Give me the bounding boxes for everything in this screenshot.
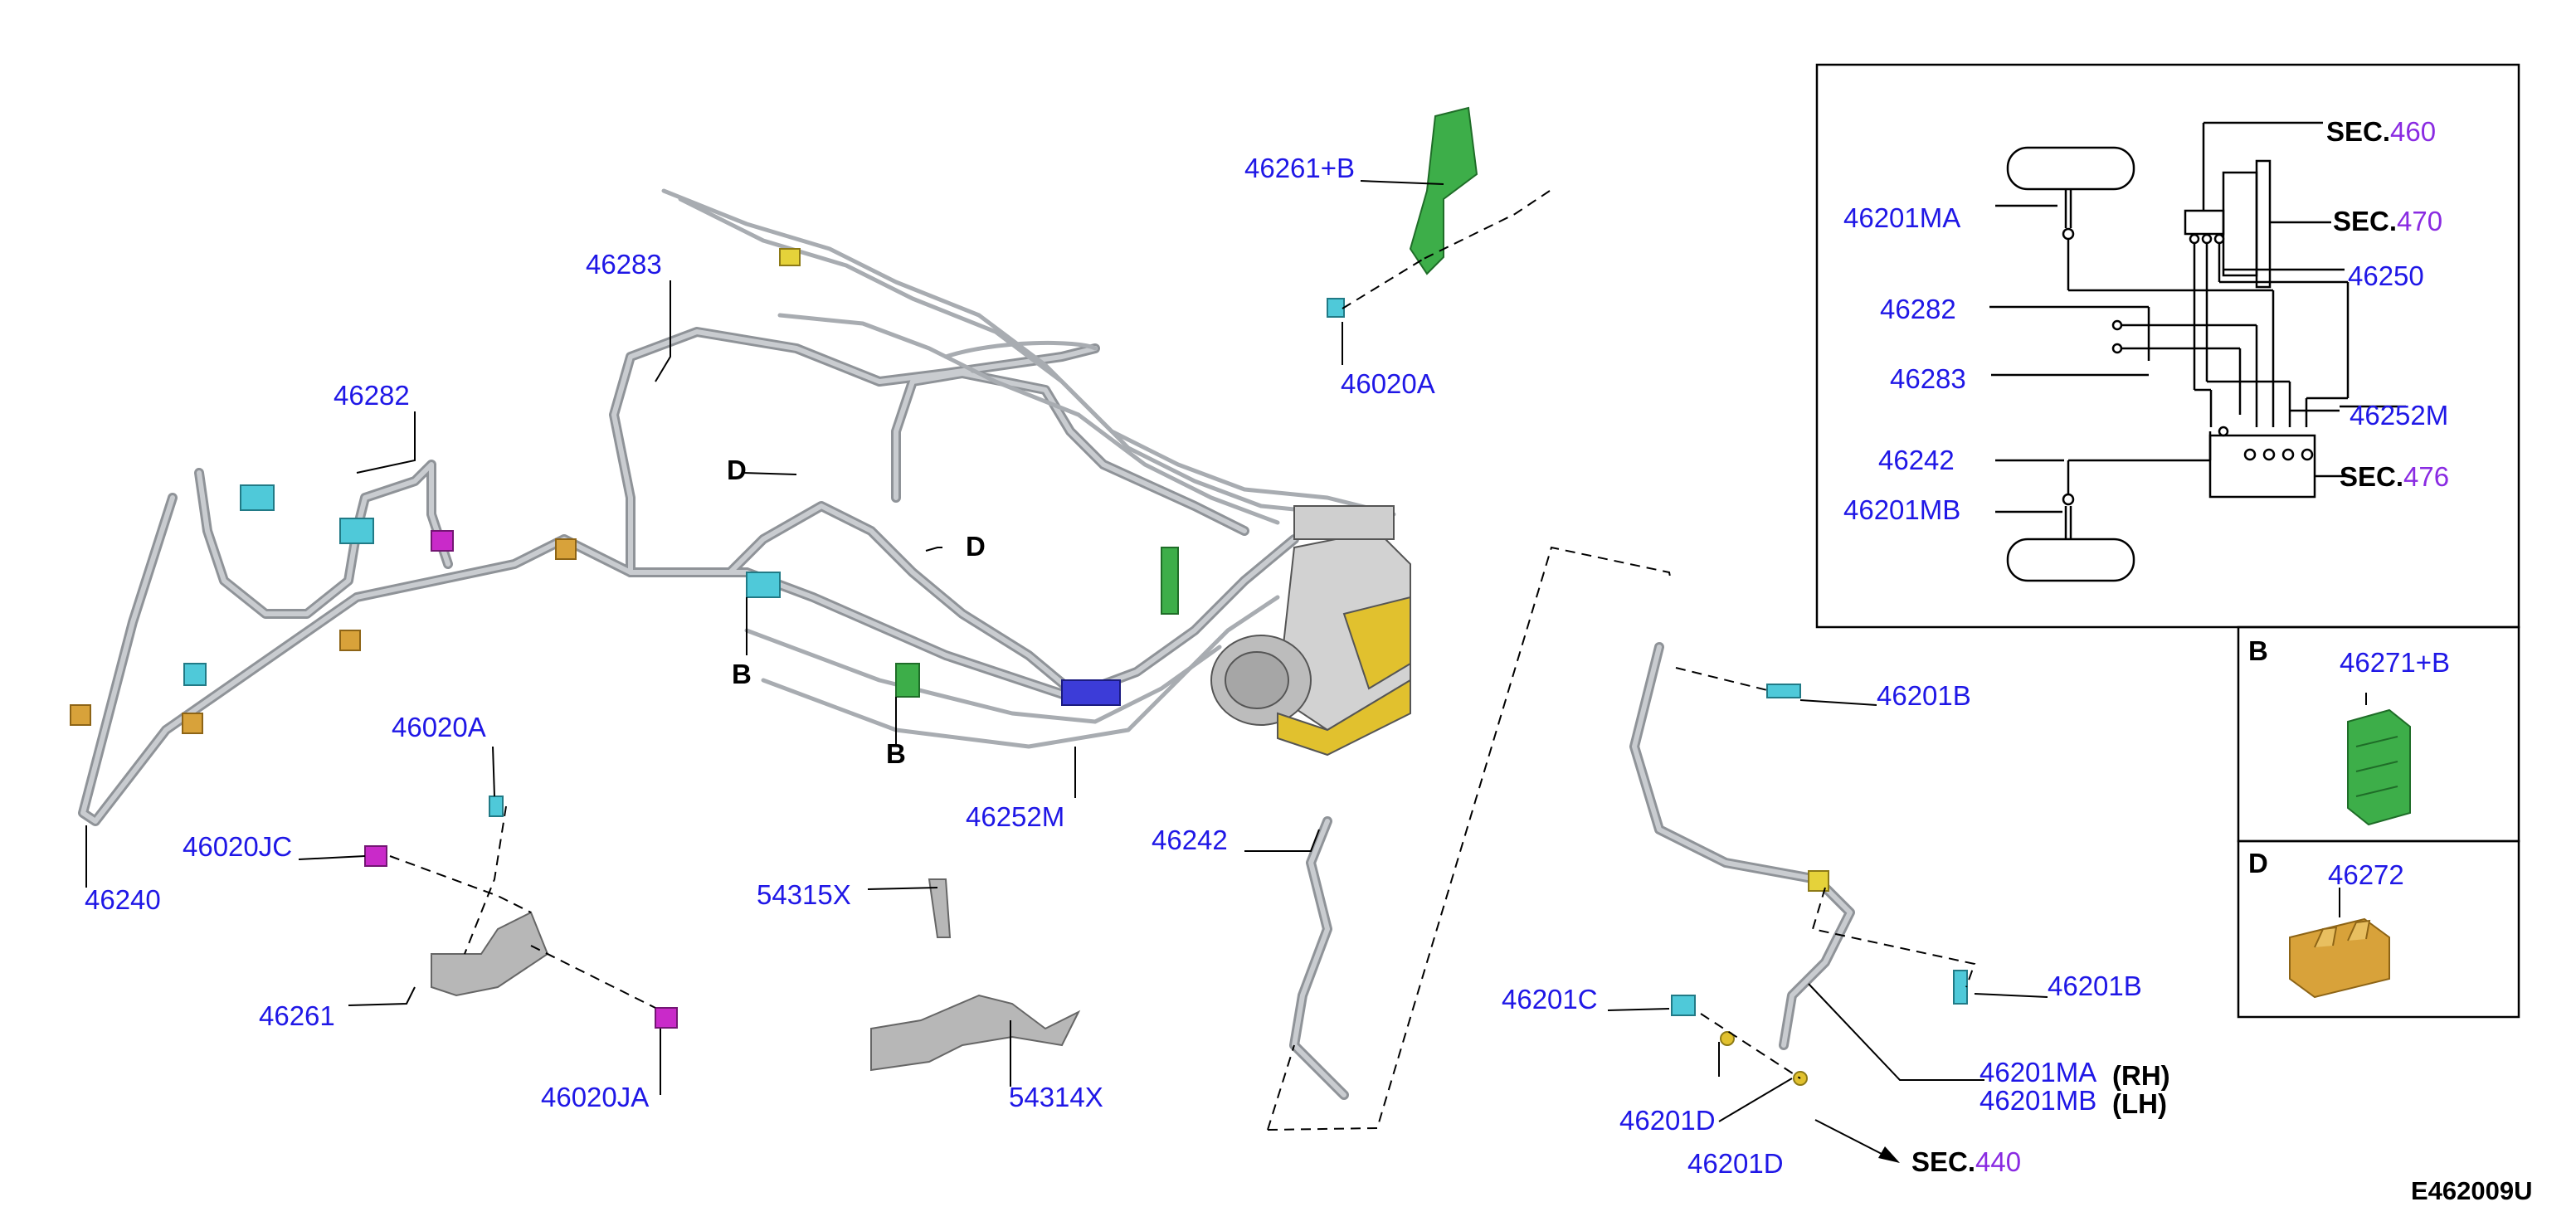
section-ref-476: SEC.476 bbox=[2340, 461, 2450, 492]
label-46261: 46261 bbox=[259, 1000, 335, 1031]
label-lh: (LH) bbox=[2112, 1088, 2167, 1119]
label-46201d-a: 46201D bbox=[1619, 1105, 1716, 1136]
label-46283: 46283 bbox=[586, 249, 662, 280]
view-marker-d-1: D bbox=[727, 455, 747, 485]
bracket-art bbox=[431, 106, 1478, 1072]
detail-d-part: 46272 bbox=[2328, 859, 2404, 890]
dashed-guides bbox=[389, 190, 1976, 1131]
label-46201d-b: 46201D bbox=[1687, 1148, 1784, 1179]
label-46020a-top: 46020A bbox=[1341, 368, 1435, 399]
detail-b-letter: B bbox=[2248, 635, 2268, 666]
label-46242: 46242 bbox=[1152, 825, 1228, 855]
label-46020ja: 46020JA bbox=[541, 1082, 650, 1112]
label-46201b-bot: 46201B bbox=[2048, 971, 2142, 1001]
schematic-label-46250: 46250 bbox=[2348, 260, 2424, 291]
view-marker-b-2: B bbox=[886, 738, 906, 769]
leader-lines bbox=[85, 180, 2048, 1156]
clip-art bbox=[70, 248, 1968, 1086]
label-46201c: 46201C bbox=[1502, 984, 1598, 1014]
sec440-arrowhead bbox=[1878, 1146, 1900, 1163]
detail-d-letter: D bbox=[2248, 848, 2268, 878]
label-46261-plus-b: 46261+B bbox=[1244, 153, 1356, 183]
figure-id: E462009U bbox=[2411, 1176, 2533, 1205]
schematic-piping bbox=[1989, 121, 2406, 582]
schematic-label-46201ma: 46201MA bbox=[1843, 202, 1961, 233]
section-ref-470: SEC.470 bbox=[2333, 206, 2443, 236]
schematic-label-46282: 46282 bbox=[1880, 294, 1956, 324]
detail-d-clip-art bbox=[2289, 888, 2390, 999]
label-46020jc: 46020JC bbox=[183, 831, 293, 862]
schematic-label-46242: 46242 bbox=[1878, 445, 1955, 475]
section-ref-440: SEC.440 bbox=[1911, 1146, 2022, 1177]
schematic-label-46283: 46283 bbox=[1890, 363, 1966, 394]
view-marker-d-2: D bbox=[966, 531, 986, 562]
section-ref-460: SEC.460 bbox=[2326, 116, 2437, 147]
label-46282: 46282 bbox=[334, 380, 410, 411]
abs-actuator-art bbox=[1210, 505, 1411, 757]
schematic-label-46201mb: 46201MB bbox=[1843, 494, 1961, 525]
label-46201ma: 46201MA bbox=[1979, 1057, 2097, 1087]
schematic-label-46252m: 46252M bbox=[2350, 400, 2449, 431]
view-marker-b-1: B bbox=[732, 659, 752, 689]
label-54315x: 54315X bbox=[757, 879, 851, 910]
detail-b-part: 46271+B bbox=[2340, 647, 2451, 678]
label-46201mb: 46201MB bbox=[1979, 1085, 2097, 1116]
schematic-frame bbox=[1815, 63, 2520, 1019]
label-46252m: 46252M bbox=[966, 801, 1065, 832]
label-46020a-mid: 46020A bbox=[392, 712, 486, 742]
label-54314x: 54314X bbox=[1009, 1082, 1103, 1112]
label-rh: (RH) bbox=[2112, 1060, 2170, 1091]
detail-b-clip-art bbox=[2347, 693, 2411, 826]
label-46201b-top: 46201B bbox=[1877, 680, 1971, 711]
label-46240: 46240 bbox=[85, 884, 161, 915]
